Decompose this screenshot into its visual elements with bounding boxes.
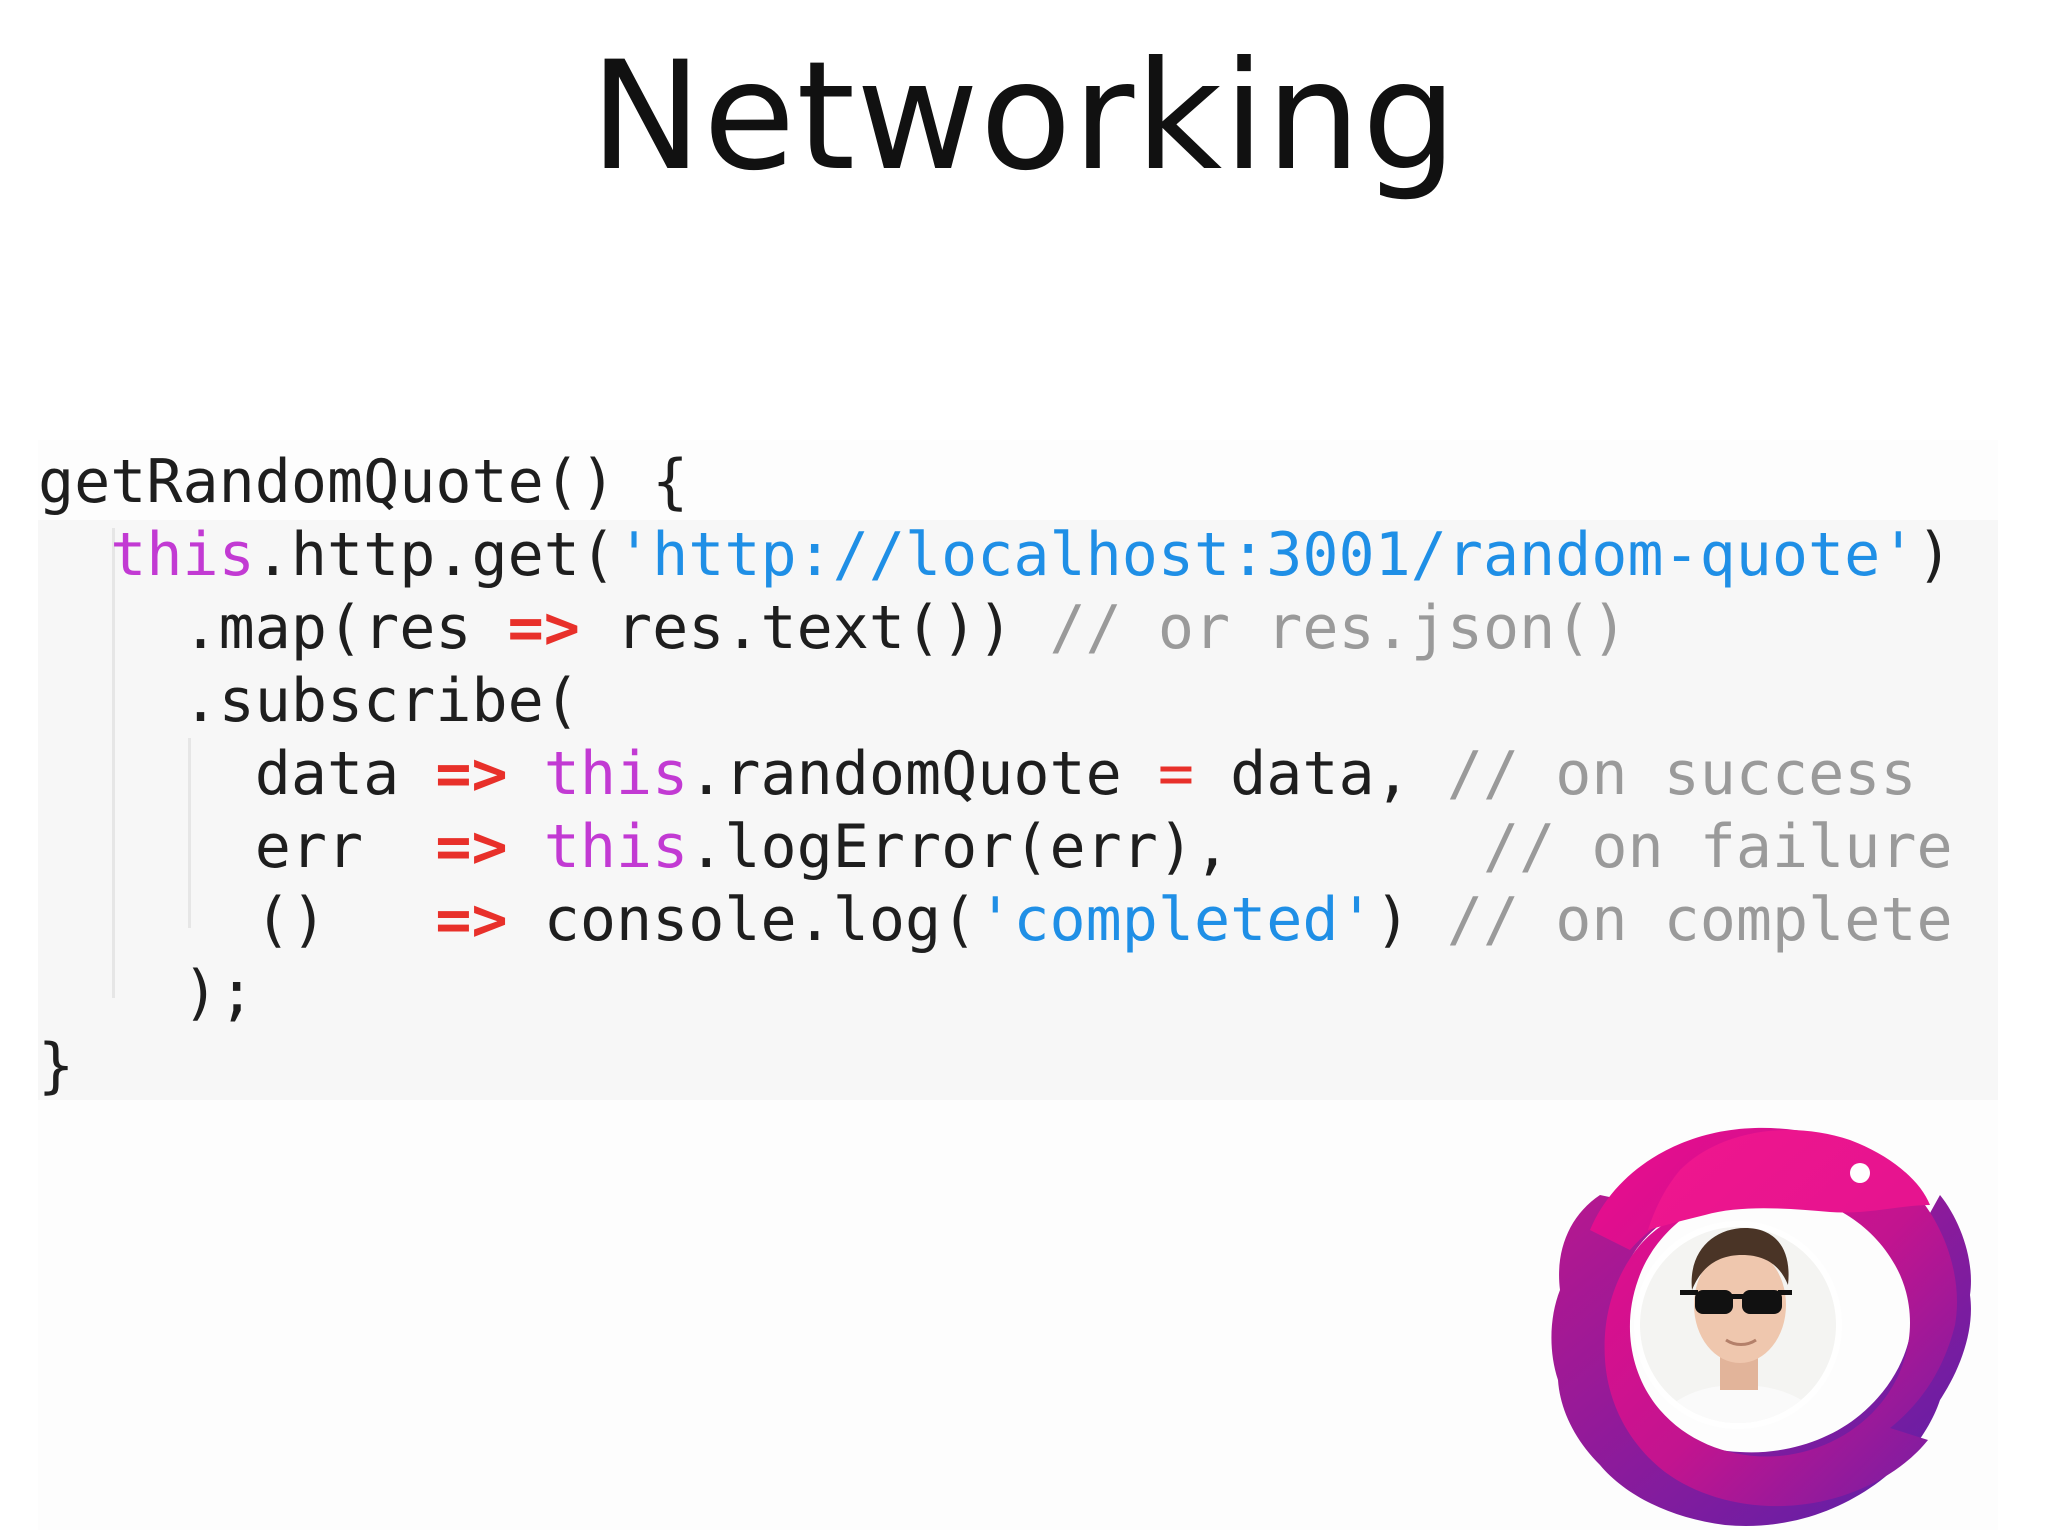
code-panel-shade xyxy=(38,520,1998,1100)
code-keyword: this xyxy=(543,812,689,882)
code-text: ) xyxy=(1374,885,1447,955)
code-text: data xyxy=(254,739,436,809)
code-line-3: .map(res => res.text()) // or res.json() xyxy=(38,592,1953,665)
code-line-5: data => this.randomQuote = data, // on s… xyxy=(38,738,1953,811)
code-text: .http.get( xyxy=(254,520,616,590)
code-arrow: => xyxy=(435,812,508,882)
code-text: .subscribe( xyxy=(182,666,580,736)
code-text: res.text()) xyxy=(579,593,1050,663)
code-line-1: getRandomQuote() { xyxy=(38,446,1953,519)
code-comment: // or res.json() xyxy=(1049,593,1628,663)
code-comment: // on success xyxy=(1446,739,1917,809)
code-text: getRandomQuote() { xyxy=(38,447,689,517)
code-block: getRandomQuote() { this.http.get('http:/… xyxy=(38,446,1953,1103)
code-text: () xyxy=(254,885,436,955)
code-line-6: err => this.logError(err), // on failure xyxy=(38,811,1953,884)
code-comment: // on failure xyxy=(1482,812,1953,882)
slide-title: Networking xyxy=(589,30,1459,204)
code-text: data, xyxy=(1193,739,1447,809)
code-keyword: this xyxy=(543,739,689,809)
indent-guide-2 xyxy=(188,738,191,928)
code-keyword: this xyxy=(110,520,255,590)
code-text: ); xyxy=(182,958,255,1028)
code-line-4: .subscribe( xyxy=(38,665,1953,738)
rxjs-logo-with-avatar-icon xyxy=(1551,1127,1971,1526)
avatar xyxy=(1640,1227,1836,1423)
logo-body-shape xyxy=(1590,1127,1957,1507)
code-line-7: () => console.log('completed') // on com… xyxy=(38,884,1953,957)
code-string: 'completed' xyxy=(977,885,1375,955)
logo-eye xyxy=(1850,1163,1870,1183)
code-text: err xyxy=(254,812,436,882)
code-text: } xyxy=(38,1031,75,1101)
code-text: .map(res xyxy=(182,593,508,663)
code-text: .randomQuote xyxy=(688,739,1158,809)
code-string: 'http://localhost:3001/random-quote' xyxy=(615,520,1917,590)
code-arrow: => xyxy=(435,739,508,809)
code-comment: // on complete xyxy=(1446,885,1953,955)
code-text: console.log( xyxy=(507,885,978,955)
code-line-9: } xyxy=(38,1030,1953,1103)
logo-head-shape xyxy=(1648,1130,1930,1230)
code-operator: = xyxy=(1157,739,1194,809)
code-text: ) xyxy=(1916,520,1953,590)
code-line-8: ); xyxy=(38,957,1953,1030)
code-arrow: => xyxy=(435,885,508,955)
code-arrow: => xyxy=(507,593,580,663)
indent-guide-1 xyxy=(112,528,115,998)
code-line-2: this.http.get('http://localhost:3001/ran… xyxy=(38,519,1953,592)
code-text: .logError(err), xyxy=(688,812,1483,882)
